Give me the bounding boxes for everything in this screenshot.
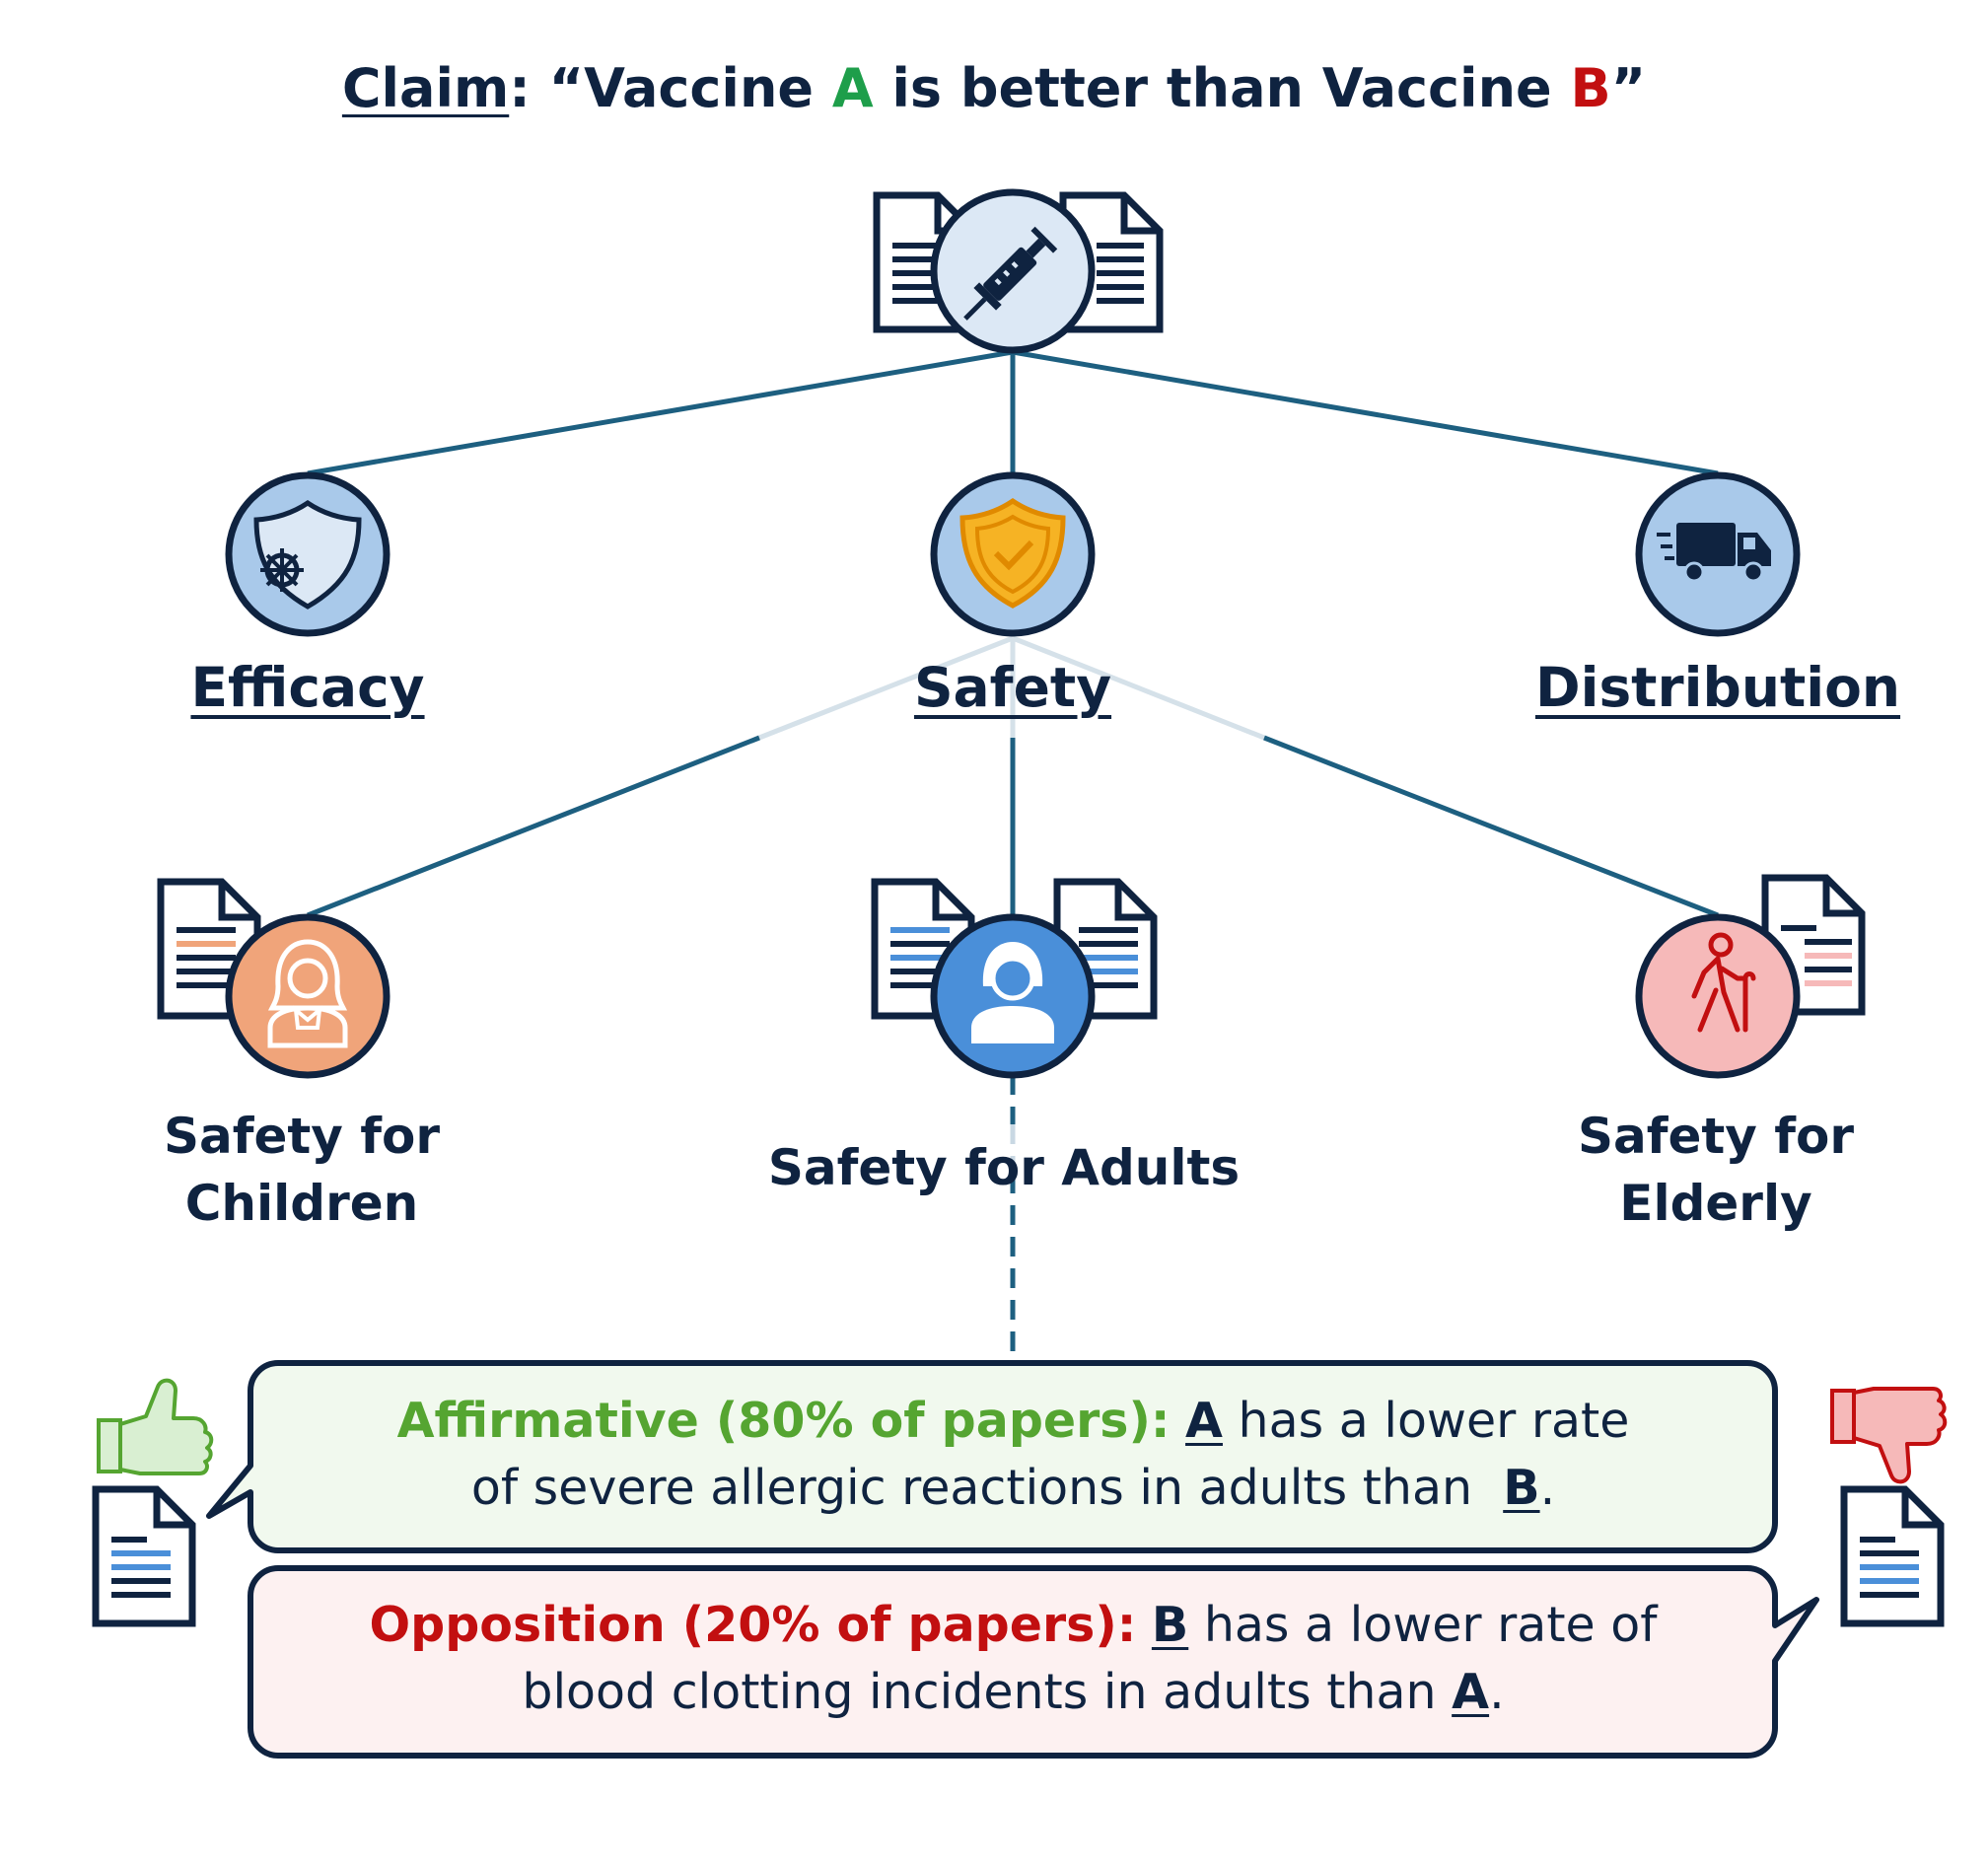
- affirmative-line-1: Affirmative (80% of papers): A has a low…: [266, 1388, 1760, 1455]
- subcategory-label-line: Elderly: [1619, 1175, 1812, 1232]
- document-icon: [1063, 195, 1160, 329]
- category-label-safety[interactable]: Safety: [913, 656, 1112, 719]
- subcategory-label-elderly[interactable]: Safety for Elderly: [1578, 1103, 1854, 1237]
- child-icon: [267, 939, 348, 1048]
- syringe-icon: [963, 226, 1058, 321]
- shield-check-icon: [959, 497, 1066, 609]
- document-icon: [96, 1489, 192, 1623]
- affirmative-label: Affirmative (80% of papers):: [396, 1393, 1171, 1449]
- opposition-label: Opposition (20% of papers):: [369, 1597, 1137, 1653]
- thumbs-down-icon: [1830, 1387, 1948, 1484]
- subcategory-label-adults[interactable]: Safety for Adults: [768, 1134, 1240, 1201]
- adult-icon: [971, 942, 1054, 1043]
- affirmative-line-2: of severe allergic reactions in adults t…: [266, 1455, 1760, 1522]
- category-node-distribution[interactable]: [1635, 471, 1801, 637]
- subcategory-node-adults[interactable]: [875, 882, 1154, 1079]
- subcategory-node-children[interactable]: [161, 882, 390, 1079]
- subcategory-label-line: Safety for: [163, 1108, 441, 1165]
- document-icon: [161, 882, 257, 1016]
- opposition-end: .: [1489, 1664, 1505, 1720]
- vaccine-letter: B: [1151, 1597, 1189, 1653]
- opposition-text-part: blood clotting incidents in adults than: [522, 1664, 1453, 1720]
- root-node: [877, 188, 1160, 354]
- claim-text-part: ”: [1610, 57, 1647, 119]
- vaccine-a-letter: A: [831, 57, 874, 119]
- category-node-safety[interactable]: [930, 471, 1096, 637]
- vaccine-letter: A: [1185, 1393, 1223, 1449]
- affirmative-end: .: [1539, 1460, 1556, 1516]
- safety-connectors: [307, 635, 1719, 918]
- subcategory-label-line: Children: [184, 1175, 419, 1232]
- document-icon: [1844, 1489, 1941, 1623]
- elderly-icon: [1691, 932, 1756, 1033]
- truck-icon: [1657, 523, 1771, 583]
- document-icon: [1765, 878, 1862, 1012]
- subcategory-node-elderly[interactable]: [1635, 878, 1862, 1079]
- affirmative-text-part: of severe allergic reactions in adults t…: [470, 1460, 1504, 1516]
- affirmative-text-part: has a lower rate: [1222, 1393, 1630, 1449]
- document-icon: [875, 882, 971, 1016]
- root-connectors: [307, 349, 1719, 476]
- opposition-line-2: blood clotting incidents in adults than …: [266, 1659, 1760, 1726]
- shield-virus-icon: [253, 499, 362, 610]
- document-icon: [877, 195, 973, 329]
- category-node-efficacy[interactable]: [225, 471, 390, 637]
- thumbs-up-icon: [97, 1378, 214, 1475]
- category-label-distribution[interactable]: Distribution: [1534, 656, 1901, 719]
- vaccine-letter: A: [1452, 1664, 1490, 1720]
- vaccine-b-letter: B: [1570, 57, 1611, 119]
- vaccine-letter: B: [1503, 1460, 1540, 1516]
- opposition-line-1: Opposition (20% of papers): B has a lowe…: [266, 1592, 1760, 1659]
- document-icon: [1057, 882, 1154, 1016]
- claim-text-part: : “Vaccine: [509, 57, 832, 119]
- opposition-text-part: has a lower rate of: [1188, 1597, 1658, 1653]
- claim-text-part: is better than Vaccine: [873, 57, 1571, 119]
- opposition-text: Opposition (20% of papers): B has a lowe…: [266, 1592, 1760, 1726]
- affirmative-bubble: [206, 1360, 1778, 1553]
- subcategory-label-line: Safety for Adults: [767, 1139, 1241, 1196]
- affirmative-text: Affirmative (80% of papers): A has a low…: [266, 1388, 1760, 1522]
- claim-prefix: Claim: [341, 57, 510, 119]
- category-label-efficacy[interactable]: Efficacy: [190, 656, 425, 719]
- subcategory-label-children[interactable]: Safety for Children: [164, 1103, 440, 1237]
- opposition-bubble: [248, 1565, 1819, 1759]
- claim-title: Claim: “Vaccine A is better than Vaccine…: [0, 57, 1988, 119]
- subcategory-label-line: Safety for: [1577, 1108, 1855, 1165]
